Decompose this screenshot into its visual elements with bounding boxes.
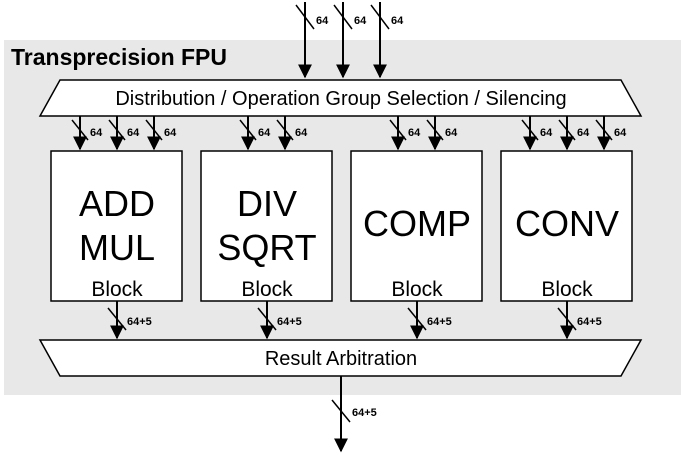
block-conv bbox=[500, 150, 633, 302]
input-bus-2: 64 bbox=[333, 2, 367, 79]
block-div-sqrt-subtitle: Block bbox=[241, 278, 293, 301]
arbitration-bar bbox=[38, 339, 643, 377]
block-div-sqrt-input-2: 64 bbox=[276, 116, 308, 151]
block-div-sqrt-output-width: 64+5 bbox=[277, 316, 302, 328]
input-bus-3: 64 bbox=[370, 2, 404, 79]
block-add-mul-subtitle: Block bbox=[91, 278, 143, 301]
block-div-sqrt-input-1-width: 64 bbox=[258, 127, 271, 139]
block-add-mul-output: 64+5 bbox=[107, 301, 152, 340]
block-div-sqrt-line2: SQRT bbox=[217, 227, 316, 268]
block-add-mul-input-1: 64 bbox=[71, 116, 103, 151]
block-conv-input-1: 64 bbox=[521, 116, 553, 151]
block-add-mul-input-3-width: 64 bbox=[164, 127, 177, 139]
input-bus-2-width: 64 bbox=[354, 15, 367, 27]
block-add-mul-line1: ADD bbox=[79, 183, 155, 224]
block-comp-input-1-width: 64 bbox=[408, 127, 421, 139]
block-div-sqrt-line1: DIV bbox=[237, 183, 297, 224]
block-div-sqrt-output: 64+5 bbox=[257, 301, 302, 340]
input-bus-1-width: 64 bbox=[316, 15, 329, 27]
block-comp-line1: COMP bbox=[363, 203, 471, 244]
block-div-sqrt-input-1: 64 bbox=[239, 116, 271, 151]
input-bus-3-width: 64 bbox=[391, 15, 404, 27]
fpu-output-bus: 64+5 bbox=[331, 376, 377, 453]
block-conv-input-1-width: 64 bbox=[540, 127, 553, 139]
block-add-mul-output-width: 64+5 bbox=[127, 316, 152, 328]
arbitration-label: Result Arbitration bbox=[265, 348, 417, 370]
block-conv-line1: CONV bbox=[515, 203, 619, 244]
block-conv-subtitle: Block bbox=[541, 278, 593, 301]
block-comp-input-2: 64 bbox=[426, 116, 458, 151]
block-conv-input-2: 64 bbox=[558, 116, 590, 151]
block-conv-output-width: 64+5 bbox=[577, 316, 602, 328]
distribution-bar bbox=[38, 79, 643, 117]
block-comp-output: 64+5 bbox=[407, 301, 452, 340]
block-comp-output-width: 64+5 bbox=[427, 316, 452, 328]
block-comp-input-2-width: 64 bbox=[445, 127, 458, 139]
input-bus-1: 64 bbox=[295, 2, 329, 79]
block-conv-input-3: 64 bbox=[595, 116, 627, 151]
fpu-output-width: 64+5 bbox=[352, 407, 377, 419]
distribution-label: Distribution / Operation Group Selection… bbox=[115, 88, 566, 110]
fpu-title: Transprecision FPU bbox=[11, 44, 227, 70]
block-add-mul-input-1-width: 64 bbox=[90, 127, 103, 139]
block-conv-output: 64+5 bbox=[557, 301, 602, 340]
block-conv-input-3-width: 64 bbox=[614, 127, 627, 139]
block-add-mul-input-2: 64 bbox=[108, 116, 140, 151]
block-comp bbox=[350, 150, 483, 302]
block-div-sqrt-input-2-width: 64 bbox=[295, 127, 308, 139]
block-add-mul-input-3: 64 bbox=[145, 116, 177, 151]
block-conv-input-2-width: 64 bbox=[577, 127, 590, 139]
block-div-sqrt bbox=[200, 150, 333, 302]
block-add-mul-line2: MUL bbox=[79, 227, 155, 268]
block-comp-subtitle: Block bbox=[391, 278, 443, 301]
block-comp-input-1: 64 bbox=[389, 116, 421, 151]
block-add-mul-input-2-width: 64 bbox=[127, 127, 140, 139]
